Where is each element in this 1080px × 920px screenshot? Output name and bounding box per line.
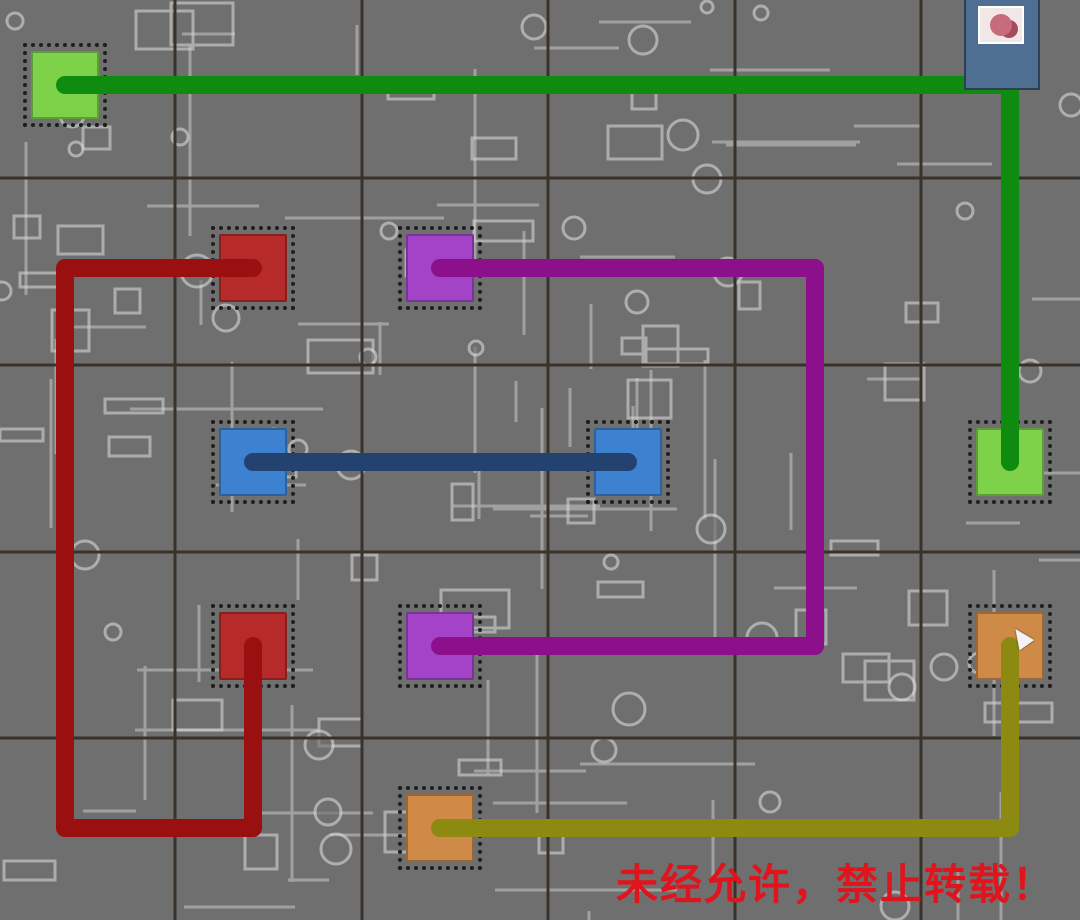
chip-pad: [406, 234, 474, 302]
watermark-text: 未经允许，禁止转载！: [615, 860, 1056, 909]
chip-pad: [31, 51, 99, 119]
node-green-top-left[interactable]: [23, 43, 107, 127]
node-blue-right[interactable]: [586, 420, 670, 504]
node-green-right[interactable]: [968, 420, 1052, 504]
chip-pad: [976, 428, 1044, 496]
chip-pad: [406, 794, 474, 862]
node-red-bottom[interactable]: [211, 604, 295, 688]
node-orange-right[interactable]: [968, 604, 1052, 688]
node-blue-left[interactable]: [211, 420, 295, 504]
node-orange-bottom[interactable]: [398, 786, 482, 870]
chip-pad: [406, 612, 474, 680]
chip-pad: [219, 612, 287, 680]
chip-pad: [594, 428, 662, 496]
flower-photo-icon: [964, 0, 1040, 90]
node-red-top[interactable]: [211, 226, 295, 310]
chip-pad: [976, 612, 1044, 680]
node-purple-bottom[interactable]: [398, 604, 482, 688]
chip-pad: [219, 428, 287, 496]
chip-pad: [219, 234, 287, 302]
node-purple-top[interactable]: [398, 226, 482, 310]
